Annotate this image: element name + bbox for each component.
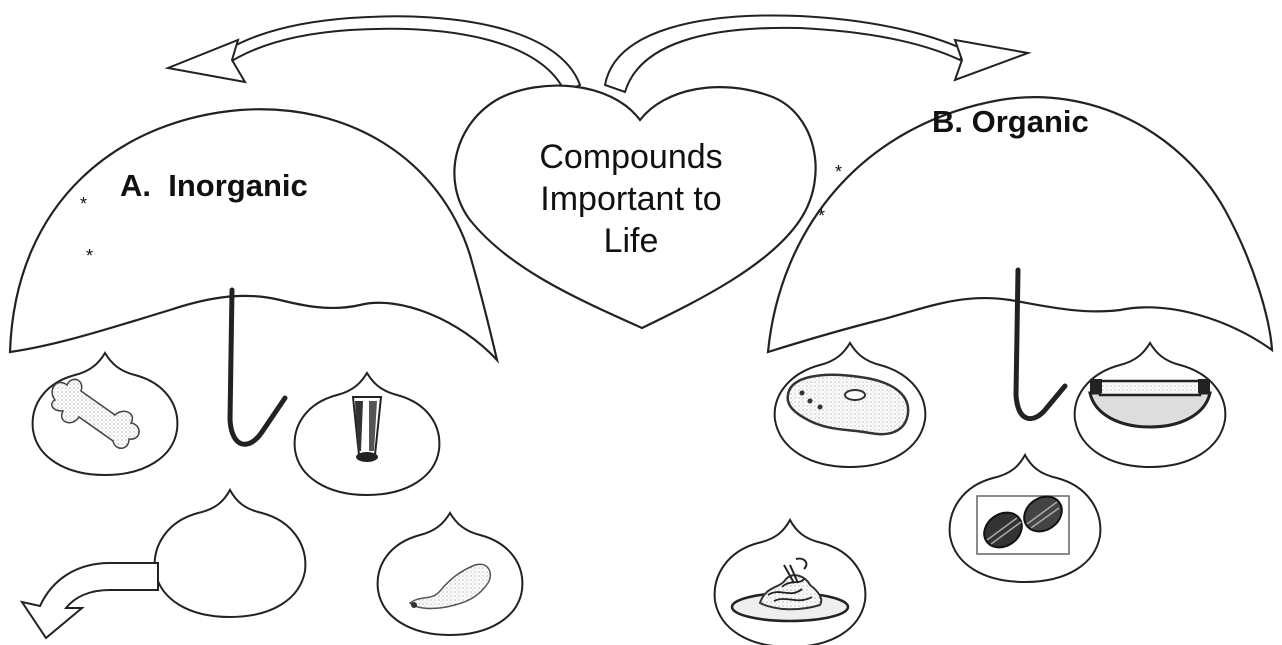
- center-title-line-3: Life: [604, 222, 659, 260]
- steak-drop: [775, 343, 926, 467]
- bone-drop: [33, 353, 178, 475]
- inorganic-bullet-2: *: [86, 246, 93, 266]
- organic-bullet-1: *: [835, 162, 842, 182]
- bottom-left-bent-arrow: [22, 563, 158, 638]
- organic-title: B. Organic: [932, 104, 1089, 139]
- left-curved-arrow: [168, 16, 580, 92]
- inorganic-bullet-1: *: [80, 194, 87, 214]
- center-heart: Compounds Important to Life: [454, 86, 815, 328]
- salt-shaker-drop: [295, 373, 440, 495]
- butter-dish-drop: [1075, 343, 1226, 467]
- right-curved-arrow: [605, 15, 1028, 92]
- salt-pile-drop: [378, 513, 523, 635]
- center-title-line-1: Compounds: [539, 138, 722, 176]
- organic-bullet-2: *: [818, 206, 825, 226]
- dna-drop: [950, 455, 1101, 582]
- center-title-line-2: Important to: [540, 180, 721, 218]
- inorganic-title: A. Inorganic: [120, 168, 308, 203]
- empty-drop: [155, 490, 306, 617]
- pasta-drop: [715, 520, 866, 645]
